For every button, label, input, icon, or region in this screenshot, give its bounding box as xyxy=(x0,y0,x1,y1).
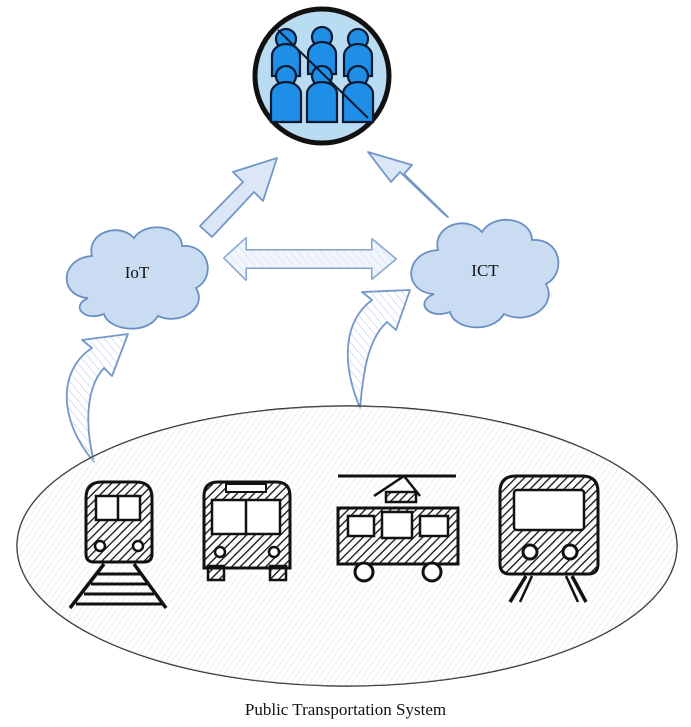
ict-cloud: ICT xyxy=(410,218,560,329)
iot-label: IoT xyxy=(125,263,150,282)
train-track-icon xyxy=(68,480,168,610)
arrow-transport-to-iot xyxy=(65,333,129,463)
arrow-iot-ict-bidirectional xyxy=(223,237,397,281)
arrow-iot-to-crowd xyxy=(199,157,278,238)
diagram-caption: Public Transportation System xyxy=(244,700,447,719)
iot-cloud: IoT xyxy=(65,226,209,330)
ict-label: ICT xyxy=(471,261,499,280)
bus-icon xyxy=(202,480,292,582)
arrow-ict-to-crowd xyxy=(367,151,449,218)
crowd-badge xyxy=(252,6,392,146)
tram-icon xyxy=(498,474,600,603)
arrow-transport-to-ict xyxy=(346,289,411,409)
trolleybus-icon xyxy=(336,474,460,583)
